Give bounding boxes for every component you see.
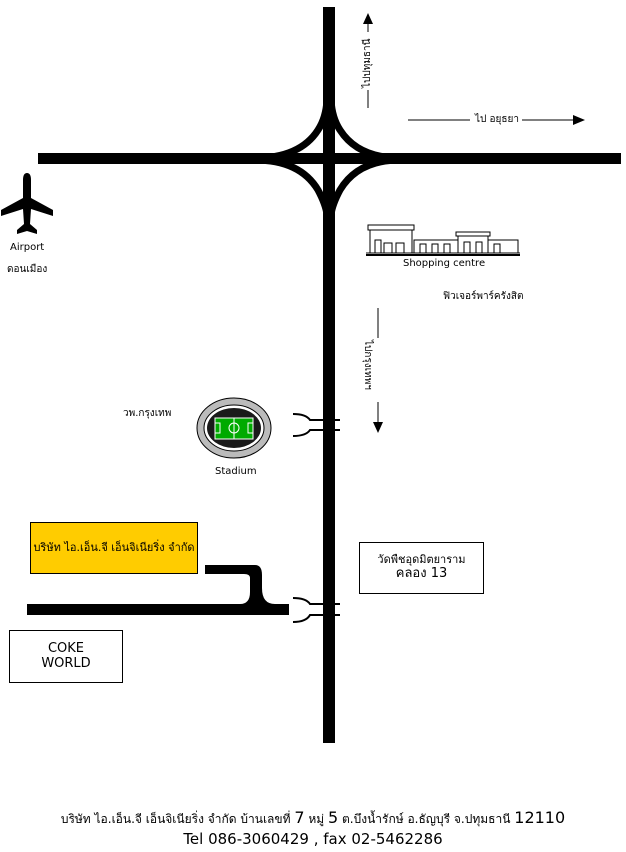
footer-part1: บริษัท ไอ.เอ็น.จี เอ็นจิเนียริ่ง จำกัด บ… (60, 812, 295, 826)
label-to-bangkok: ไปกรุงเทพฯ (362, 340, 373, 390)
coke-line-1: COKE (47, 640, 85, 656)
label-hospital: วพ.กรุงเทพ (123, 408, 172, 419)
footer-address: บริษัท ไอ.เอ็น.จี เอ็นจิเนียริ่ง จำกัด บ… (0, 808, 626, 829)
temple-canal: คลอง 13 (395, 565, 448, 581)
label-to-pathum-thani: ไปปทุมธานี (362, 38, 373, 88)
footer-moo: 5 (327, 808, 339, 827)
label-future-park: ฟิวเจอร์พาร์ครังสิต (443, 291, 524, 302)
stadium-icon (196, 397, 272, 459)
label-to-ayutthaya: ไป อยุธยา (475, 114, 519, 125)
junction-marks-lower (292, 597, 340, 623)
company-box: บริษัท ไอ.เอ็น.จี เอ็นจิเนียริ่ง จำกัด (30, 522, 198, 574)
footer-part3: ต.บึงน้ำรักษ์ อ.ธัญบุรี จ.ปทุมธานี (338, 812, 515, 826)
shopping-centre-icon (366, 224, 520, 256)
label-don-mueang: ดอนเมือง (7, 264, 48, 275)
temple-box: วัดพืชอุดมิตยาราม คลอง 13 (359, 542, 484, 594)
footer-part2: หมู่ (304, 812, 328, 826)
airplane-icon (1, 173, 53, 234)
temple-name: วัดพืชอุดมิตยาราม (377, 553, 466, 567)
junction-marks-upper (292, 413, 340, 437)
footer-contact: Tel 086-3060429 , fax 02-5462286 (183, 830, 443, 848)
label-stadium: Stadium (215, 466, 257, 477)
label-airport: Airport (10, 242, 45, 253)
footer-house-no: 7 (294, 808, 305, 827)
coke-line-2: WORLD (41, 655, 91, 671)
coke-world-box: COKE WORLD (9, 630, 123, 683)
side-road (27, 565, 289, 615)
label-shopping-centre: Shopping centre (403, 258, 486, 269)
footer-postcode: 12110 (514, 808, 566, 827)
company-name: บริษัท ไอ.เอ็น.จี เอ็นจิเนียริ่ง จำกัด (33, 540, 195, 554)
